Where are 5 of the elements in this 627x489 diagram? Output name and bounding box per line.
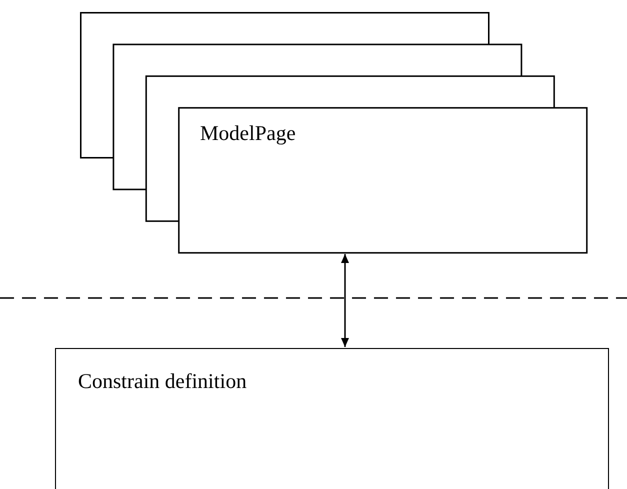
box-label: Constrain definition <box>78 369 247 394</box>
page-stack <box>80 12 586 253</box>
box-label: ModelPage <box>200 121 296 146</box>
double-arrow <box>341 254 349 347</box>
process-box <box>55 348 609 489</box>
